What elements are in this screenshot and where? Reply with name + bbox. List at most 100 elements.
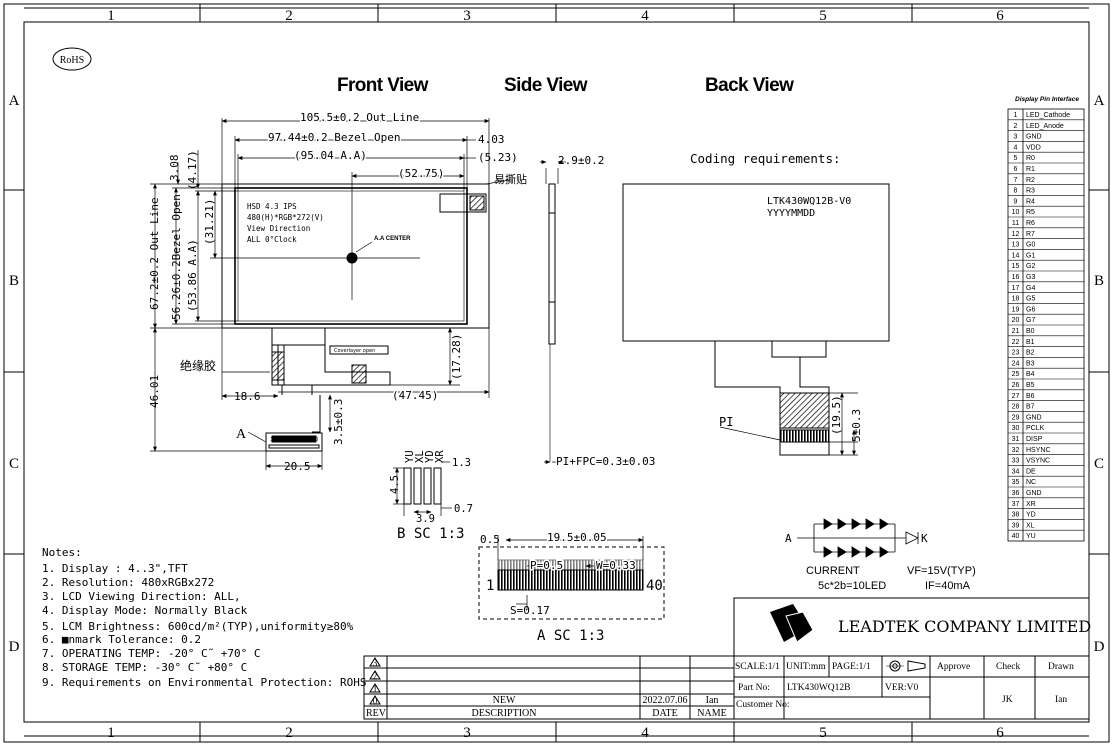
dim-5-23: (5.23) xyxy=(478,151,518,164)
pin-number: 11 xyxy=(1012,220,1019,227)
pin-number: 2 xyxy=(1014,123,1018,130)
note-item: 3. LCD Viewing Direction: ALL, xyxy=(42,590,241,603)
coverlayer-label: Coverlayer open xyxy=(334,348,375,354)
led-circuit xyxy=(797,518,919,558)
front-dimensions xyxy=(150,118,511,470)
pin-number: 34 xyxy=(1012,468,1020,475)
title-part-no: LTK430WQ12B xyxy=(787,683,851,693)
led-config-label: 5c*2b=10LED xyxy=(818,580,886,592)
pin-number: 29 xyxy=(1012,414,1020,421)
pin-signal: R3 xyxy=(1026,188,1035,195)
pin-number: 24 xyxy=(1012,360,1020,367)
dim-3-9: 3.9 xyxy=(416,513,435,525)
dim-bezel-height: 56.26±0.2Bezel Open xyxy=(170,194,183,320)
pin-number: 35 xyxy=(1012,479,1020,486)
note-item: 6. ■nmark Tolerance: 0.2 xyxy=(42,633,201,646)
grid-row-left: C xyxy=(9,456,19,472)
pin-number: 26 xyxy=(1012,382,1020,389)
pin-signal: B3 xyxy=(1026,360,1035,367)
pin-signal: R5 xyxy=(1026,209,1035,216)
dim-bezel-width: 97.44±0.2 Bezel Open xyxy=(268,131,400,144)
note-item: 8. STORAGE TEMP: -30° C˜ +80° C xyxy=(42,661,247,674)
pin-signal: VSYNC xyxy=(1026,458,1050,465)
pin-number: 1 xyxy=(1014,112,1018,119)
pin-signal: R2 xyxy=(1026,177,1035,184)
grid-col-top: 1 xyxy=(107,8,115,24)
pin-signal: DE xyxy=(1026,468,1036,475)
grid-col-top: 5 xyxy=(819,8,827,24)
side-view xyxy=(540,160,566,464)
dim-0-5: 0.5 xyxy=(480,533,500,546)
dim-width: W=0.33 xyxy=(596,559,636,572)
notes-title: Notes: xyxy=(42,546,82,559)
rev-col-name: NAME xyxy=(697,708,726,719)
rohs-badge: RoHS xyxy=(52,47,92,71)
grid-col-bottom: 5 xyxy=(819,725,827,741)
grid-col-top: 6 xyxy=(996,8,1004,24)
pin-signal: XR xyxy=(1026,501,1036,508)
dim-space: S=0.17 xyxy=(510,604,550,617)
pin-signal: G0 xyxy=(1026,242,1035,249)
grid-col-top: 4 xyxy=(641,8,649,24)
pin-signal: LED_Cathode xyxy=(1026,112,1070,119)
pin-number: 30 xyxy=(1012,425,1020,432)
dim-0-7: 0.7 xyxy=(454,503,473,515)
pin-signal: G5 xyxy=(1026,296,1035,303)
pin-number: 10 xyxy=(1012,209,1020,216)
rev-mark: 1 xyxy=(373,684,378,694)
sheet-border xyxy=(3,3,1110,743)
dim-3-5: 3.5±0.3 xyxy=(332,399,345,445)
pin-signal: R7 xyxy=(1026,231,1035,238)
grid-col-bottom: 1 xyxy=(107,725,115,741)
note-item: 9. Requirements on Environmental Protect… xyxy=(42,676,367,689)
front-view xyxy=(221,172,490,452)
pin-signal: B6 xyxy=(1026,393,1035,400)
detail-b-caption: B SC 1:3 xyxy=(397,526,464,542)
rev-mark: 2 xyxy=(373,671,378,681)
detail-a-pin1: 1 xyxy=(486,578,494,594)
pin-signal: B4 xyxy=(1026,371,1035,378)
pin-number: 5 xyxy=(1014,155,1018,162)
title-approve: Approve xyxy=(937,662,970,672)
company-logo xyxy=(770,604,814,643)
pin-signal: B7 xyxy=(1026,404,1035,411)
pin-table-title: Display Pin Interface xyxy=(1015,96,1079,103)
dim-aa-height: (53.86 A.A) xyxy=(186,239,199,312)
panel-text-line: ALL 0°Clock xyxy=(247,235,297,244)
detail-b-label: XR xyxy=(434,450,446,463)
detail-b xyxy=(393,461,452,516)
pin-signal: GND xyxy=(1026,414,1042,421)
grid-col-bottom: 6 xyxy=(996,725,1004,741)
pin-signal: VDD xyxy=(1026,144,1041,151)
panel-text-line: 480(H)*RGB*272(V) xyxy=(247,213,324,222)
title-page: PAGE:1/1 xyxy=(832,662,871,672)
note-item: 4. Display Mode: Normally Black xyxy=(42,604,248,617)
grid-row-right: A xyxy=(1094,93,1105,109)
dim-46-01: 46.01 xyxy=(148,375,161,408)
detail-a xyxy=(478,536,665,620)
front-fpc xyxy=(271,328,391,433)
back-view-title: Back View xyxy=(705,75,794,96)
grid-row-left: B xyxy=(9,273,19,289)
pin-number: 6 xyxy=(1014,166,1018,173)
pin-number: 25 xyxy=(1012,371,1020,378)
pin-number: 19 xyxy=(1012,306,1020,313)
rev-mark: 0 xyxy=(373,696,378,706)
easy-tear-callout: 易撕贴 xyxy=(494,172,527,186)
pin-signal: NC xyxy=(1026,479,1036,486)
title-scale: SCALE:1/1 xyxy=(735,662,780,672)
connector-pin40: 40 xyxy=(312,437,318,443)
revision-block xyxy=(363,655,735,720)
